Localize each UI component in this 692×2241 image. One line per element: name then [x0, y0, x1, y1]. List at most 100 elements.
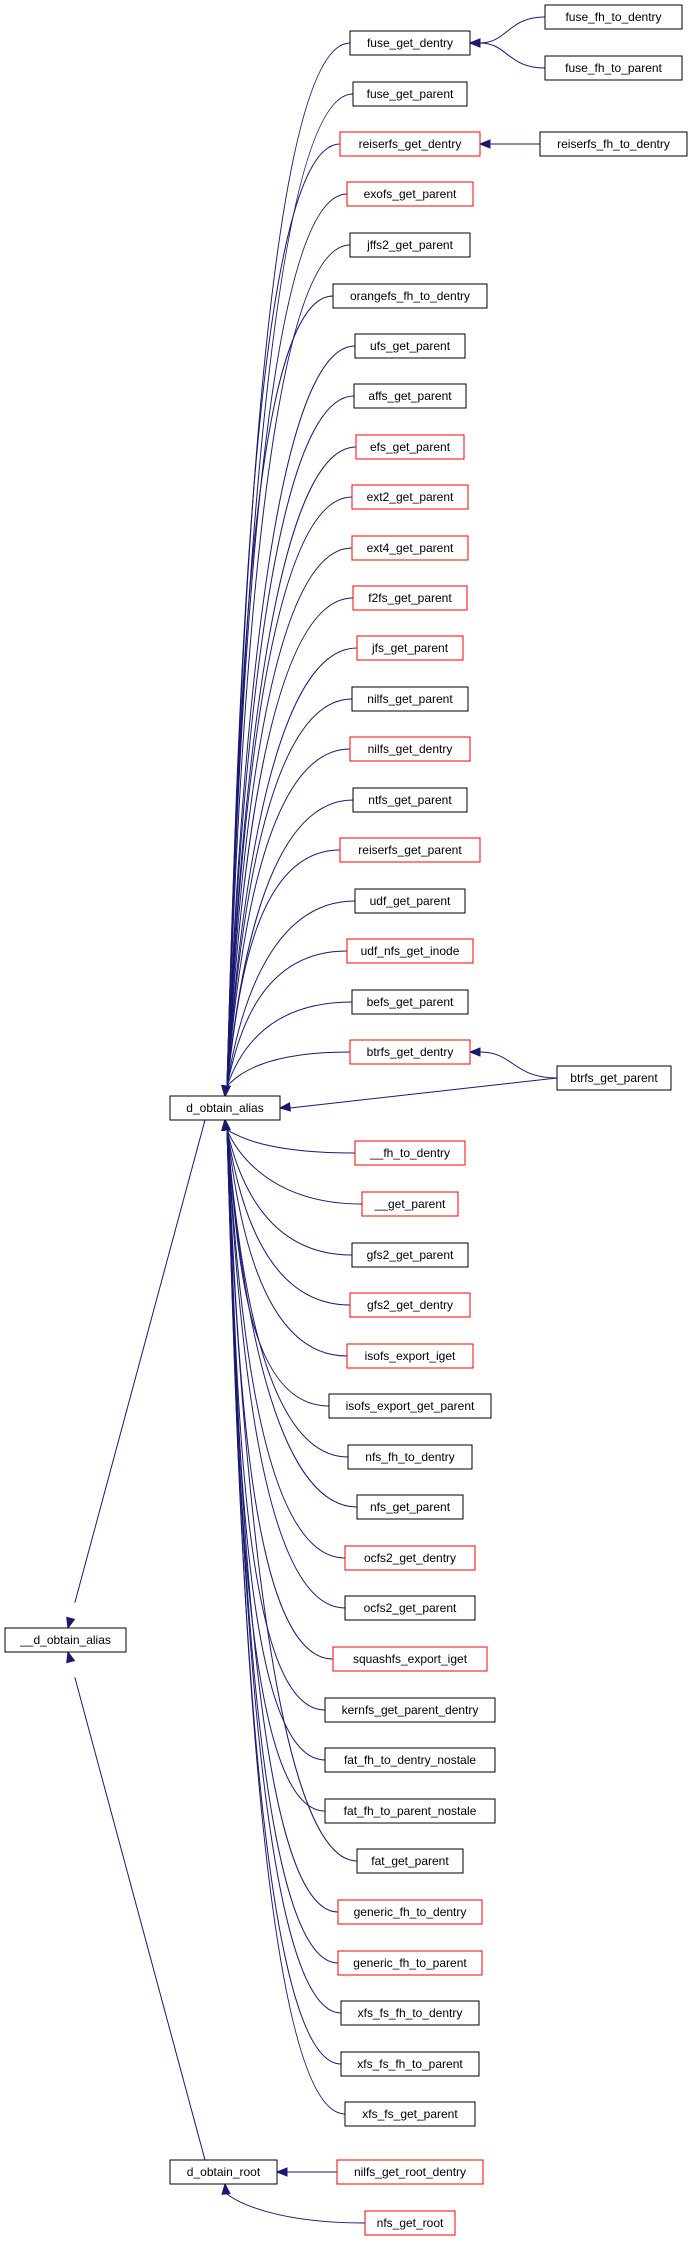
node-reiserfs-fh-to-dentry[interactable]: reiserfs_fh_to_dentry: [539, 131, 688, 157]
node-label: fat_fh_to_dentry_nostale: [344, 1753, 476, 1767]
node-label: fat_fh_to_parent_nostale: [344, 1804, 477, 1818]
node-xfs-fs-fh-to-parent[interactable]: xfs_fs_fh_to_parent: [340, 2051, 480, 2077]
node-fuse-fh-to-dentry[interactable]: fuse_fh_to_dentry: [544, 4, 683, 30]
node-kernfs-get-parent-dentry[interactable]: kernfs_get_parent_dentry: [324, 1697, 496, 1723]
node---fh-to-dentry[interactable]: __fh_to_dentry: [354, 1140, 466, 1166]
node-squashfs-export-iget[interactable]: squashfs_export_iget: [332, 1646, 488, 1672]
edge-nilfs_get_root_dentry-to-d_obtain_root: [275, 2167, 337, 2177]
node---d-obtain-alias[interactable]: __d_obtain_alias: [4, 1627, 127, 1653]
node-reiserfs-get-parent[interactable]: reiserfs_get_parent: [339, 837, 481, 863]
node-label: xfs_fs_get_parent: [362, 2107, 458, 2121]
node-nilfs-get-parent[interactable]: nilfs_get_parent: [351, 686, 469, 712]
node-ocfs2-get-parent[interactable]: ocfs2_get_parent: [344, 1595, 476, 1621]
node-label: gfs2_get_parent: [367, 1248, 454, 1262]
node-nfs-get-parent[interactable]: nfs_get_parent: [356, 1494, 464, 1520]
node-label: xfs_fs_fh_to_dentry: [358, 2006, 463, 2020]
node-orangefs-fh-to-dentry[interactable]: orangefs_fh_to_dentry: [332, 283, 488, 309]
node-label: udf_get_parent: [370, 894, 451, 908]
edge-befs_get_parent-to-d_obtain_alias: [221, 1001, 353, 1098]
node-isofs-export-iget[interactable]: isofs_export_iget: [346, 1343, 474, 1369]
node-fuse-fh-to-parent[interactable]: fuse_fh_to_parent: [544, 55, 683, 81]
node-label: nilfs_get_dentry: [368, 742, 453, 756]
node-fat-get-parent[interactable]: fat_get_parent: [356, 1848, 464, 1874]
node-label: xfs_fs_fh_to_parent: [357, 2057, 463, 2071]
node-label: efs_get_parent: [370, 440, 451, 454]
node-ocfs2-get-dentry[interactable]: ocfs2_get_dentry: [344, 1545, 476, 1571]
node-label: btrfs_get_dentry: [367, 1045, 454, 1059]
node-reiserfs-get-dentry[interactable]: reiserfs_get_dentry: [339, 131, 481, 157]
node-label: reiserfs_get_dentry: [359, 137, 462, 151]
node-fuse-get-parent[interactable]: fuse_get_parent: [352, 81, 468, 107]
node-fat-fh-to-dentry-nostale[interactable]: fat_fh_to_dentry_nostale: [324, 1747, 496, 1773]
node-label: ufs_get_parent: [370, 339, 451, 353]
node-label: gfs2_get_dentry: [367, 1298, 453, 1312]
node-nilfs-get-dentry[interactable]: nilfs_get_dentry: [349, 736, 471, 762]
node-label: nfs_fh_to_dentry: [365, 1450, 454, 1464]
edge-__fh_to_dentry-to-d_obtain_alias: [221, 1118, 356, 1154]
edge-exofs_get_parent-to-d_obtain_alias: [221, 193, 348, 1098]
edges-layer: [66, 16, 558, 2224]
node-label: ocfs2_get_parent: [364, 1601, 457, 1615]
node-label: exofs_get_parent: [364, 187, 457, 201]
node-label: __get_parent: [374, 1197, 446, 1211]
node-d-obtain-alias[interactable]: d_obtain_alias: [169, 1095, 281, 1121]
node-xfs-fs-fh-to-dentry[interactable]: xfs_fs_fh_to_dentry: [340, 2000, 480, 2026]
node-ufs-get-parent[interactable]: ufs_get_parent: [354, 333, 466, 359]
node-label: reiserfs_fh_to_dentry: [557, 137, 670, 151]
node-xfs-fs-get-parent[interactable]: xfs_fs_get_parent: [344, 2101, 476, 2127]
node-label: kernfs_get_parent_dentry: [342, 1703, 479, 1717]
edge-fuse_fh_to_dentry-to-fuse_get_dentry: [468, 16, 546, 48]
edge-btrfs_get_parent-to-d_obtain_alias: [278, 1077, 558, 1112]
node-udf-nfs-get-inode[interactable]: udf_nfs_get_inode: [346, 938, 474, 964]
node-label: nilfs_get_parent: [367, 692, 453, 706]
node-label: ext4_get_parent: [367, 541, 454, 555]
edge-d_obtain_alias-to-__d_obtain_alias: [66, 1119, 206, 1630]
edge-reiserfs_fh_to_dentry-to-reiserfs_get_dentry: [478, 139, 540, 149]
node-btrfs-get-dentry[interactable]: btrfs_get_dentry: [349, 1039, 471, 1065]
node-affs-get-parent[interactable]: affs_get_parent: [353, 383, 467, 409]
node-label: nfs_get_parent: [370, 1500, 451, 1514]
edge-xfs_fs_get_parent-to-d_obtain_alias: [221, 1118, 346, 2115]
node-udf-get-parent[interactable]: udf_get_parent: [354, 888, 466, 914]
node-ntfs-get-parent[interactable]: ntfs_get_parent: [352, 787, 468, 813]
node-label: fuse_fh_to_parent: [565, 61, 662, 75]
node-isofs-export-get-parent[interactable]: isofs_export_get_parent: [328, 1393, 492, 1419]
node-gfs2-get-dentry[interactable]: gfs2_get_dentry: [349, 1292, 471, 1318]
node-befs-get-parent[interactable]: befs_get_parent: [351, 989, 469, 1015]
node-jffs2-get-parent[interactable]: jffs2_get_parent: [349, 232, 471, 258]
node-label: d_obtain_root: [187, 2165, 261, 2179]
node-jfs-get-parent[interactable]: jfs_get_parent: [356, 635, 464, 661]
node-exofs-get-parent[interactable]: exofs_get_parent: [346, 181, 474, 207]
node-label: isofs_export_get_parent: [346, 1399, 475, 1413]
node-label: orangefs_fh_to_dentry: [350, 289, 470, 303]
node-nfs-fh-to-dentry[interactable]: nfs_fh_to_dentry: [347, 1444, 473, 1470]
node-ext2-get-parent[interactable]: ext2_get_parent: [351, 484, 469, 510]
node-gfs2-get-parent[interactable]: gfs2_get_parent: [351, 1242, 469, 1268]
node-label: reiserfs_get_parent: [358, 843, 462, 857]
edge-nilfs_get_parent-to-d_obtain_alias: [221, 698, 353, 1098]
edge-nfs_get_root-to-d_obtain_root: [221, 2182, 366, 2224]
edge-generic_fh_to_dentry-to-d_obtain_alias: [221, 1118, 339, 1913]
node-btrfs-get-parent[interactable]: btrfs_get_parent: [556, 1065, 672, 1091]
node-label: befs_get_parent: [367, 995, 454, 1009]
node-generic-fh-to-dentry[interactable]: generic_fh_to_dentry: [337, 1899, 483, 1925]
node-f2fs-get-parent[interactable]: f2fs_get_parent: [352, 585, 468, 611]
node-nilfs-get-root-dentry[interactable]: nilfs_get_root_dentry: [336, 2159, 484, 2185]
node-d-obtain-root[interactable]: d_obtain_root: [169, 2159, 278, 2185]
node-generic-fh-to-parent[interactable]: generic_fh_to_parent: [337, 1950, 483, 1976]
node---get-parent[interactable]: __get_parent: [361, 1191, 459, 1217]
node-efs-get-parent[interactable]: efs_get_parent: [355, 434, 465, 460]
node-fuse-get-dentry[interactable]: fuse_get_dentry: [349, 30, 471, 56]
edge-nilfs_get_dentry-to-d_obtain_alias: [221, 748, 351, 1098]
node-nfs-get-root[interactable]: nfs_get_root: [364, 2210, 456, 2236]
edge-gfs2_get_parent-to-d_obtain_alias: [221, 1118, 353, 1256]
node-label: fuse_get_dentry: [367, 36, 453, 50]
node-label: __fh_to_dentry: [369, 1146, 450, 1160]
node-label: udf_nfs_get_inode: [361, 944, 460, 958]
node-label: f2fs_get_parent: [368, 591, 452, 605]
node-fat-fh-to-parent-nostale[interactable]: fat_fh_to_parent_nostale: [324, 1798, 496, 1824]
edge-gfs2_get_dentry-to-d_obtain_alias: [221, 1118, 351, 1306]
node-ext4-get-parent[interactable]: ext4_get_parent: [351, 535, 469, 561]
node-label: nilfs_get_root_dentry: [354, 2165, 466, 2179]
